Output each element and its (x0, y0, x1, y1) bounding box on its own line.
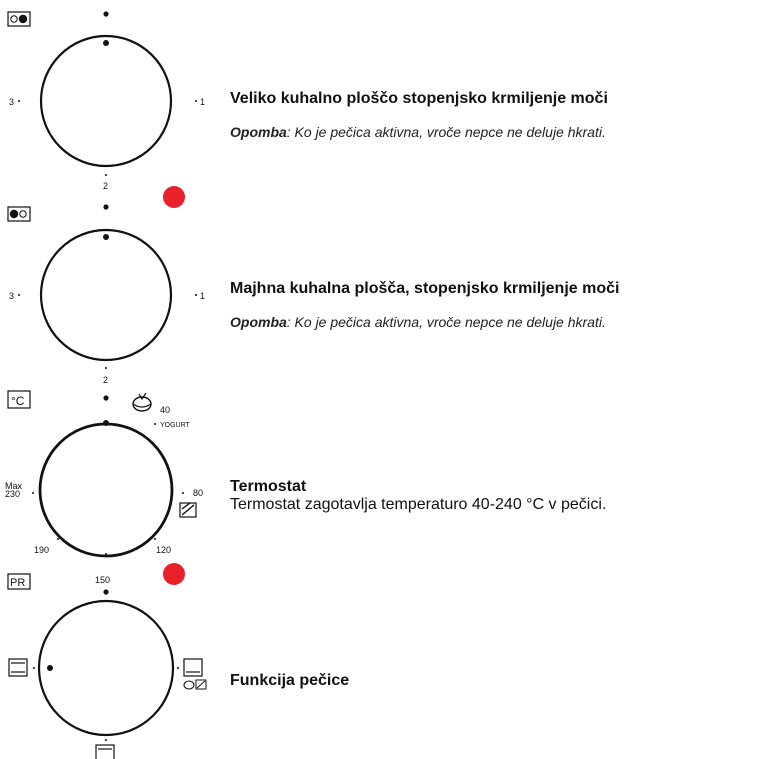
top-bottom-heat-icon (8, 658, 28, 677)
section-oven-function: Funkcija pečice (230, 672, 349, 690)
dial-pointer (103, 420, 109, 426)
section-large-hotplate: Veliko kuhalno ploščo stopenjsko krmilje… (230, 90, 608, 140)
section-title: Funkcija pečice (230, 672, 350, 689)
dial-label-bottom: 2 (103, 375, 108, 385)
section-title: Termostat (230, 478, 307, 495)
dial-knob[interactable] (37, 599, 175, 737)
thermostat-label-230: 230 (5, 489, 20, 499)
yogurt-icon (132, 392, 152, 412)
note-text: : Ko je pečica aktivna, vroče nepce ne d… (286, 124, 606, 140)
thermostat-label-150: 150 (95, 575, 110, 585)
dial-label-left: 3 (9, 97, 14, 107)
dial-large-hotplate[interactable]: 3 1 2 (7, 11, 205, 208)
yogurt-label: YOGURT (160, 422, 191, 429)
note-label: Opomba (230, 124, 287, 140)
section-title: Majhna kuhalna plošča, stopenjsko krmilj… (230, 280, 620, 297)
indicator-light (163, 186, 185, 208)
dial-oven-function[interactable]: PR 150 (7, 573, 207, 759)
dial-label-right: 1 (200, 291, 205, 301)
small-hotplate-icon (7, 206, 31, 222)
dial-knob[interactable] (39, 228, 173, 362)
dial-pointer (103, 40, 109, 46)
section-small-hotplate: Majhna kuhalna plošča, stopenjsko krmilj… (230, 280, 619, 330)
dial-knob[interactable] (39, 34, 173, 168)
svg-text:°C: °C (11, 394, 25, 408)
dial-pointer (103, 234, 109, 240)
svg-text:PR: PR (10, 577, 25, 589)
dial-thermostat[interactable]: °C 40 YOGURT 80 120 190 Max 230 (5, 390, 203, 585)
note-text: : Ko je pečica aktivna, vroče nepce ne d… (286, 314, 606, 330)
thermostat-label-max: Max (5, 481, 23, 491)
indicator-light (163, 563, 185, 585)
dial-label-left: 3 (9, 291, 14, 301)
yogurt-defrost-icons (183, 679, 207, 690)
large-hotplate-icon (7, 11, 31, 27)
section-note: Opomba: Ko je pečica aktivna, vroče nepc… (230, 124, 608, 140)
section-text: Termostat zagotavlja temperaturo 40-240 … (230, 496, 607, 513)
top-heat-icon (95, 744, 115, 759)
section-thermostat: Termostat Termostat zagotavlja temperatu… (230, 478, 606, 514)
thermostat-label-40: 40 (160, 405, 170, 415)
dial-label-right: 1 (200, 97, 205, 107)
pr-icon: PR (7, 573, 31, 590)
bottom-heat-icon (183, 658, 203, 677)
thermostat-label-190: 190 (34, 545, 49, 555)
section-title: Veliko kuhalno ploščo stopenjsko krmilje… (230, 90, 608, 107)
note-label: Opomba (230, 314, 287, 330)
defrost-icon (179, 502, 197, 518)
thermostat-label-80: 80 (193, 488, 203, 498)
dial-diagrams: 3 1 2 3 1 2 °C (5, 11, 207, 759)
dial-label-bottom: 2 (103, 181, 108, 191)
thermostat-label-120: 120 (156, 545, 171, 555)
dial-knob[interactable] (38, 422, 174, 558)
celsius-icon: °C (7, 390, 31, 409)
dial-small-hotplate[interactable]: 3 1 2 (7, 204, 205, 385)
dial-pointer (47, 665, 53, 671)
section-note: Opomba: Ko je pečica aktivna, vroče nepc… (230, 314, 619, 330)
